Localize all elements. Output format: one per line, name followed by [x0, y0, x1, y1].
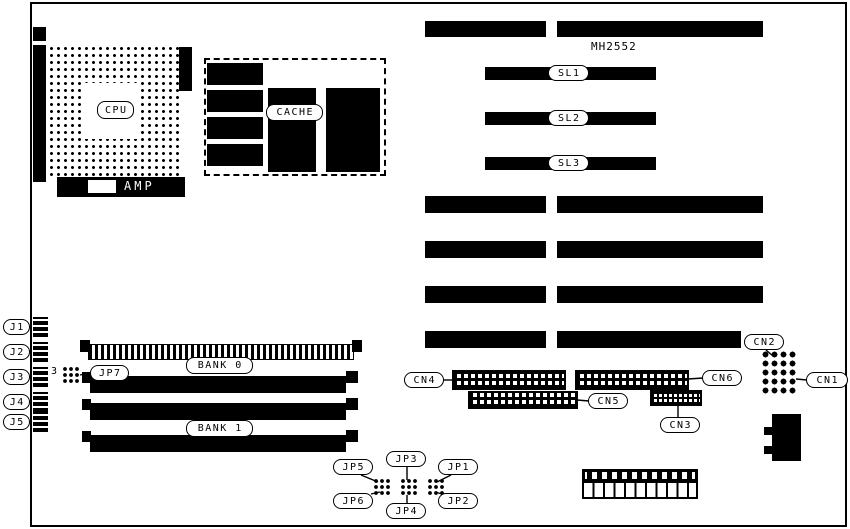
cn4-connector — [452, 370, 566, 390]
expansion-slot-3-left — [425, 241, 546, 258]
amp-inner-box — [88, 180, 116, 193]
cache-chip-large-right — [326, 88, 380, 172]
jp4-label: JP4 — [386, 503, 426, 519]
j2-label: J2 — [3, 344, 30, 360]
simm-slot-2-clip-right — [346, 371, 358, 383]
expansion-slot-3-right — [557, 241, 763, 258]
din-tab-lower — [764, 446, 773, 454]
cache-chip-large-left — [268, 88, 316, 172]
simm-slot-2 — [90, 376, 346, 393]
slot-sl2-label: SL2 — [548, 110, 589, 126]
bank1-label: BANK 1 — [186, 420, 253, 437]
board-outline — [30, 2, 847, 527]
cn2-label: CN2 — [744, 334, 784, 350]
cn1-label: CN1 — [806, 372, 848, 388]
cn5-label: CN5 — [588, 393, 628, 409]
cn3-label: CN3 — [660, 417, 700, 433]
cpu-clip-top-left — [33, 27, 46, 41]
jp7-pin-number: 3 — [51, 366, 59, 377]
j4-connector — [33, 392, 48, 412]
simm-slot-3-clip-right — [346, 398, 358, 410]
simm-slot-1-clip-left — [80, 340, 90, 352]
j3-connector — [33, 367, 48, 387]
expansion-slot-2-left — [425, 196, 546, 213]
jp3-label: JP3 — [386, 451, 426, 467]
cn2-power-connector — [761, 350, 797, 396]
cpu-clip-right — [179, 47, 192, 91]
expansion-slot-1-right — [557, 21, 763, 37]
simm-slot-3 — [90, 403, 346, 420]
expansion-slot-4-left — [425, 286, 546, 303]
expansion-slot-4-right — [557, 286, 763, 303]
expansion-slot-5-right — [557, 331, 741, 348]
bank0-label: BANK 0 — [186, 357, 253, 374]
cache-outline — [204, 58, 386, 176]
cpu-label: CPU — [97, 101, 134, 119]
jp6-label: JP6 — [333, 493, 373, 509]
cn5-connector — [468, 391, 578, 409]
simm-slot-4 — [90, 435, 346, 452]
cpu-clip-left — [33, 45, 46, 182]
cache-chip — [207, 144, 263, 166]
simm-slot-2-clip-left — [82, 372, 91, 383]
j4-label: J4 — [3, 394, 30, 410]
jp1-label: JP1 — [438, 459, 478, 475]
jumper-block-1 — [373, 478, 390, 496]
j3-label: J3 — [3, 369, 30, 385]
simm-slot-4-clip-right — [346, 430, 358, 442]
expansion-slot-2-right — [557, 196, 763, 213]
cn6-connector — [575, 370, 689, 390]
header-strip-bottom — [582, 481, 698, 499]
keyboard-din-connector — [772, 414, 801, 461]
slot-sl3-label: SL3 — [548, 155, 589, 171]
simm-slot-4-clip-left — [82, 431, 91, 442]
cache-chip — [207, 90, 263, 112]
simm-slot-1-clip-right — [352, 340, 362, 352]
j2-connector — [33, 342, 48, 362]
header-strip-top — [582, 469, 698, 482]
jp5-label: JP5 — [333, 459, 373, 475]
cache-chip — [207, 117, 263, 139]
j1-label: J1 — [3, 319, 30, 335]
expansion-slot-1-left — [425, 21, 546, 37]
jp7-jumper-block — [62, 366, 80, 384]
jp7-label: JP7 — [90, 365, 129, 381]
j5-connector — [33, 412, 48, 432]
j5-label: J5 — [3, 414, 30, 430]
jp2-label: JP2 — [438, 493, 478, 509]
simm-slot-3-clip-left — [82, 399, 91, 410]
slot-sl1-label: SL1 — [548, 65, 589, 81]
model-number: MH2552 — [591, 40, 637, 53]
j1-connector — [33, 317, 48, 337]
amp-label: AMP — [124, 179, 155, 193]
cache-chip — [207, 63, 263, 85]
cache-label: CACHE — [266, 104, 323, 121]
cn6-label: CN6 — [702, 370, 742, 386]
cn4-label: CN4 — [404, 372, 444, 388]
amp-voltage-regulator-bar — [57, 177, 185, 197]
jumper-block-2 — [400, 478, 417, 496]
expansion-slot-5-left — [425, 331, 546, 348]
cn3-connector — [650, 390, 702, 406]
din-tab-upper — [764, 427, 773, 435]
